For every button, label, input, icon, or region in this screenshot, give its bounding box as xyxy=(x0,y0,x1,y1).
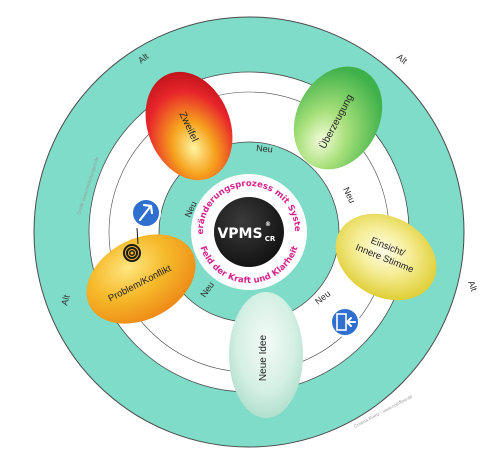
inner-label-top: Neu xyxy=(256,143,273,154)
node-neue-idee: Neue Idee xyxy=(229,292,303,418)
node-einsicht: Einsicht/ Innere Stimme xyxy=(335,213,437,301)
node-neue-idee-label: Neue Idee xyxy=(258,334,269,381)
center-registered: ® xyxy=(265,221,271,228)
center-disc xyxy=(214,197,284,267)
node-ueberzeugung: Überzeugung xyxy=(293,66,383,170)
node-problem-konflikt: Problem/Konflikt xyxy=(86,234,196,324)
outer-label-top-right: Alt xyxy=(395,52,410,67)
outer-label-left: Alt xyxy=(59,293,72,306)
node-zweifel: Zweifel xyxy=(145,71,233,181)
center-title: VPMS xyxy=(217,226,262,242)
target-icon xyxy=(123,244,141,262)
arrow-up-icon xyxy=(131,198,161,245)
outer-label-right: Alt xyxy=(466,279,479,293)
exit-door-icon xyxy=(330,307,360,337)
center-subscript: CR xyxy=(265,235,276,243)
